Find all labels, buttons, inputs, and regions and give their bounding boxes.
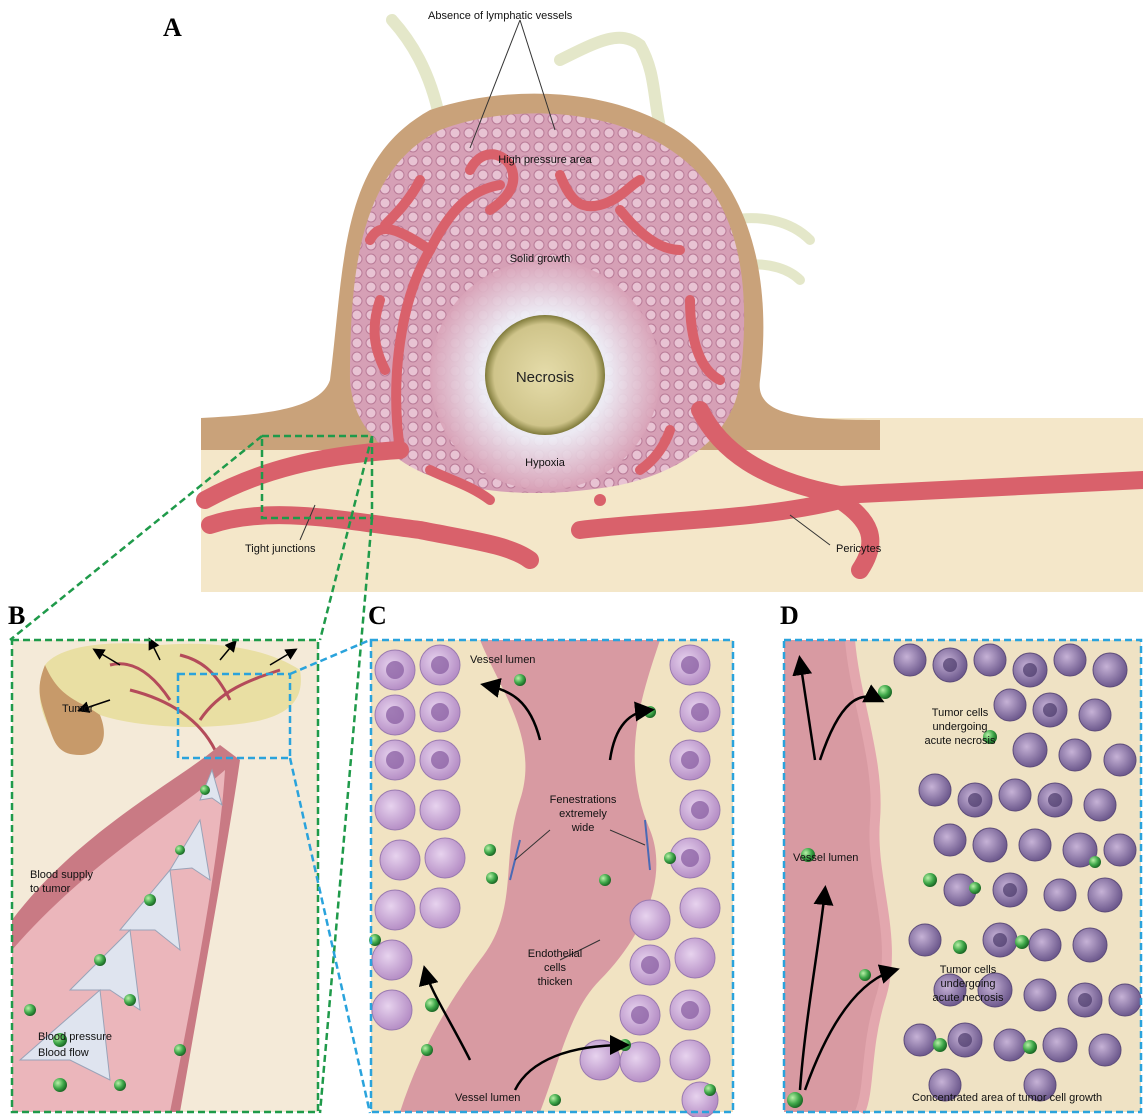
label-fenestrations-3: wide bbox=[571, 822, 595, 834]
panel-d: D bbox=[780, 601, 1141, 1112]
label-endothelial-1: Endothelial bbox=[528, 948, 582, 960]
panel-b: B Tumo bbox=[8, 601, 318, 1112]
label-hypoxia: Hypoxia bbox=[525, 457, 566, 469]
label-tumor: Tumor bbox=[62, 703, 94, 715]
label-tight-junctions: Tight junctions bbox=[245, 543, 316, 555]
label-endothelial-3: thicken bbox=[538, 976, 573, 988]
label-solid-growth: Solid growth bbox=[510, 253, 571, 265]
label-high-pressure-area: High pressure area bbox=[498, 154, 592, 166]
label-d-vessel-lumen: Vessel lumen bbox=[793, 852, 858, 864]
panel-b-letter: B bbox=[8, 601, 25, 630]
label-pericytes: Pericytes bbox=[836, 543, 882, 555]
label-vessel-lumen-top: Vessel lumen bbox=[470, 654, 535, 666]
label-endothelial-2: cells bbox=[544, 962, 567, 974]
label-blood-flow: Blood flow bbox=[38, 1047, 89, 1059]
label-d-necrosis-top-2: undergoing bbox=[932, 721, 987, 733]
lymphatic-vessel-left bbox=[392, 20, 440, 120]
label-fenestrations-1: Fenestrations bbox=[550, 794, 617, 806]
label-d-necrosis-bottom-2: undergoing bbox=[940, 978, 995, 990]
panel-a-letter: A bbox=[163, 13, 182, 42]
label-d-concentrated-growth: Concentrated area of tumor cell growth bbox=[912, 1092, 1102, 1104]
label-vessel-lumen-bottom: Vessel lumen bbox=[455, 1092, 520, 1104]
label-d-necrosis-top-1: Tumor cells bbox=[932, 707, 989, 719]
vessel-fragment bbox=[594, 494, 606, 506]
label-lymphatic-vessels: Absence of lymphatic vessels bbox=[428, 10, 573, 22]
label-d-necrosis-bottom-3: acute necrosis bbox=[933, 992, 1004, 1004]
label-blood-supply-1: Blood supply bbox=[30, 869, 93, 881]
label-d-necrosis-bottom-1: Tumor cells bbox=[940, 964, 997, 976]
panel-d-letter: D bbox=[780, 601, 799, 630]
label-fenestrations-2: extremely bbox=[559, 808, 607, 820]
label-necrosis: Necrosis bbox=[516, 369, 574, 386]
panel-a: A bbox=[163, 10, 1143, 592]
label-d-necrosis-top-3: acute necrosis bbox=[925, 735, 996, 747]
label-blood-supply-2: to tumor bbox=[30, 883, 71, 895]
label-blood-pressure: Blood pressure bbox=[38, 1031, 112, 1043]
panel-c-letter: C bbox=[368, 601, 387, 630]
panel-c: C bbox=[368, 601, 733, 1117]
